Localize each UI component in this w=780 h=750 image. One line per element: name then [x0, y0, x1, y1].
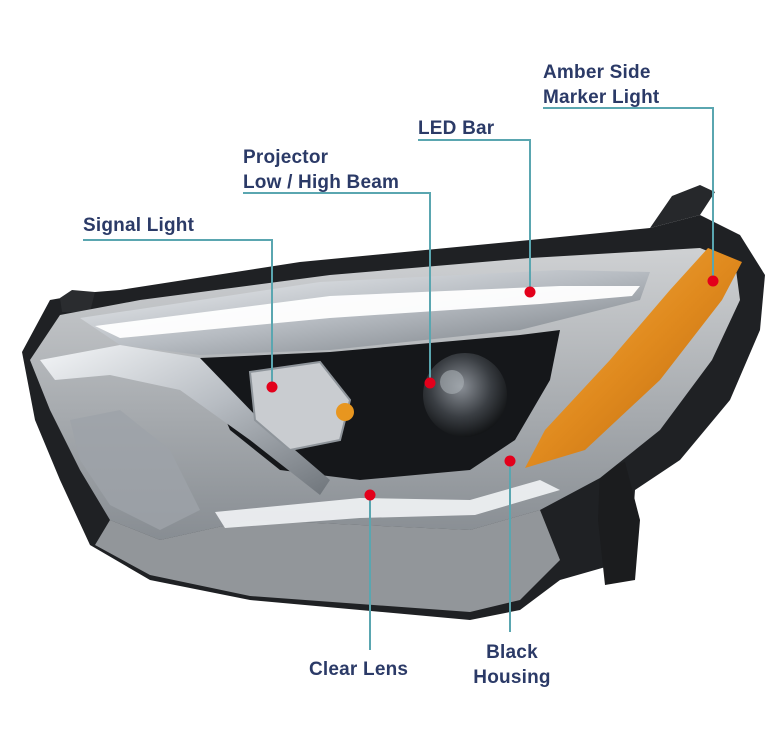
- callout-projector-line2: Low / High Beam: [243, 172, 400, 193]
- leader-line-amber-side-marker: [543, 107, 714, 280]
- mounting-tab-left: [60, 290, 95, 312]
- callout-amber-side-marker: Amber Side Marker Light: [543, 60, 659, 110]
- callout-black-housing-line2: Housing: [473, 667, 551, 688]
- marker-dot-signal-light: [266, 381, 278, 393]
- marker-dot-amber-side-marker: [707, 275, 719, 287]
- marker-dot-projector: [424, 377, 436, 389]
- leader-line-led-bar: [418, 139, 531, 292]
- callout-projector-line1: Projector: [243, 147, 329, 168]
- lower-drl-strip: [215, 480, 560, 528]
- signal-bulb: [336, 403, 354, 421]
- chrome-trim-sweep: [40, 345, 330, 495]
- lower-left-reflector: [70, 410, 200, 530]
- headlight-assembly: [22, 185, 765, 620]
- callout-amber-side-marker-line2: Marker Light: [543, 87, 660, 108]
- marker-dot-black-housing: [504, 455, 516, 467]
- leader-line-signal-light: [83, 239, 273, 386]
- callout-signal-light-line1: Signal Light: [83, 215, 195, 236]
- callout-led-bar: LED Bar: [418, 116, 494, 141]
- marker-dot-led-bar: [524, 286, 536, 298]
- callout-black-housing-line1: Black: [486, 642, 538, 663]
- projector-lens: [423, 353, 507, 437]
- callout-clear-lens-line1: Clear Lens: [309, 659, 409, 680]
- mounting-tab-bottom-right: [598, 462, 640, 585]
- projector-lens-highlight: [440, 370, 464, 394]
- callout-led-bar-line1: LED Bar: [418, 118, 495, 139]
- callout-clear-lens: Clear Lens: [309, 657, 408, 682]
- callout-black-housing: Black Housing: [466, 640, 558, 690]
- amber-side-marker-lens: [525, 248, 742, 468]
- mounting-tab-top-right: [650, 185, 715, 228]
- marker-dots: [266, 275, 719, 501]
- led-bar-strip: [95, 286, 640, 338]
- marker-dot-clear-lens: [364, 489, 376, 501]
- callout-amber-side-marker-line1: Amber Side: [543, 62, 651, 83]
- callout-signal-light: Signal Light: [83, 213, 194, 238]
- lower-lens-skirt: [95, 510, 560, 612]
- leader-line-projector: [243, 192, 431, 382]
- leader-lines: [83, 107, 714, 650]
- callout-projector: Projector Low / High Beam: [243, 145, 399, 195]
